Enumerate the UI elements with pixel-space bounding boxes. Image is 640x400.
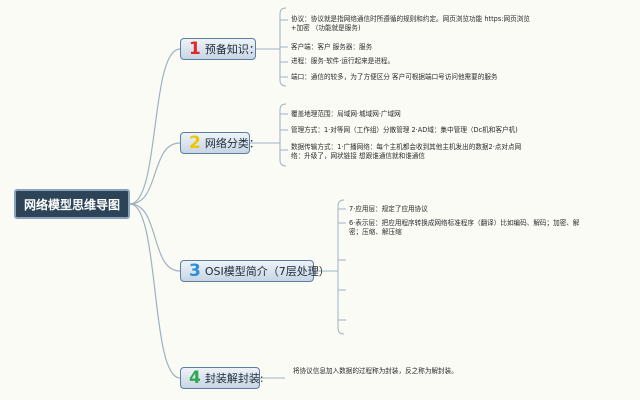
branch-number: 2 <box>189 132 201 153</box>
branch2-bracket <box>279 103 287 167</box>
branch-label: 封装解封装: <box>204 371 264 385</box>
leaf-item-transmission: 数据传输方式：1·广播网络：每个主机都会收到其他主机发出的数据2·点对点网 络：… <box>291 143 522 160</box>
branch-number: 4 <box>189 367 201 388</box>
branch-node-network-classification[interactable]: 2 网络分类： <box>180 132 260 154</box>
leaf-item-application-layer: 7·应用层：规定了应用协议 <box>349 205 428 213</box>
leaf-item-port: 端口：通信的较多，为了方便区分 客户可根据端口号访问他需要的服务 <box>291 73 498 81</box>
root-title: 网络模型思维导图 <box>23 197 120 212</box>
branch-node-prerequisites[interactable]: 1 预备知识： <box>180 38 260 60</box>
root-connector <box>129 203 181 272</box>
leaf-item-encapsulation-definition: 将协议信息加入数据的过程称为封装，反之称为解封装。 <box>293 367 458 375</box>
branch-label: 网络分类： <box>204 136 260 150</box>
branch-label: 预备知识： <box>204 42 260 56</box>
root-connector <box>129 203 181 379</box>
branch-number: 1 <box>189 38 201 59</box>
branch-label: OSI模型简介（7层处理） <box>204 264 330 278</box>
root-connector <box>129 142 181 205</box>
leaf-item-presentation-layer: 6·表示层：把应用程序转换成网络标准程序（翻译）比如编码、解码；加密、解 密；压… <box>349 219 580 236</box>
leaf-item-management: 管理方式：1·对等网（工作组）分散管理 2·AD域：集中管理（Dc机和客户机) <box>291 126 518 134</box>
branch-number: 3 <box>189 260 201 281</box>
root-node[interactable]: 网络模型思维导图 <box>14 189 130 219</box>
leaf-item-protocol: 协议：协议就是指网络通信时所遵循的规则和约定。网页浏览功能 https:网页浏览… <box>291 15 530 32</box>
leaf-item-coverage: 覆盖地理范围：局域网·城域网·广域网 <box>291 110 401 118</box>
branch3-bracket <box>337 199 345 335</box>
leaf-item-process: 进程：服务·软件·运行起来是进程。 <box>291 57 395 65</box>
root-connector <box>129 48 181 205</box>
branch-node-osi-model[interactable]: 3 OSI模型简介（7层处理） <box>180 260 330 282</box>
leaf-item-client-server: 客户端：客户 服务器：服务 <box>291 43 373 51</box>
branch-node-encapsulation[interactable]: 4 封装解封装: <box>180 367 264 389</box>
